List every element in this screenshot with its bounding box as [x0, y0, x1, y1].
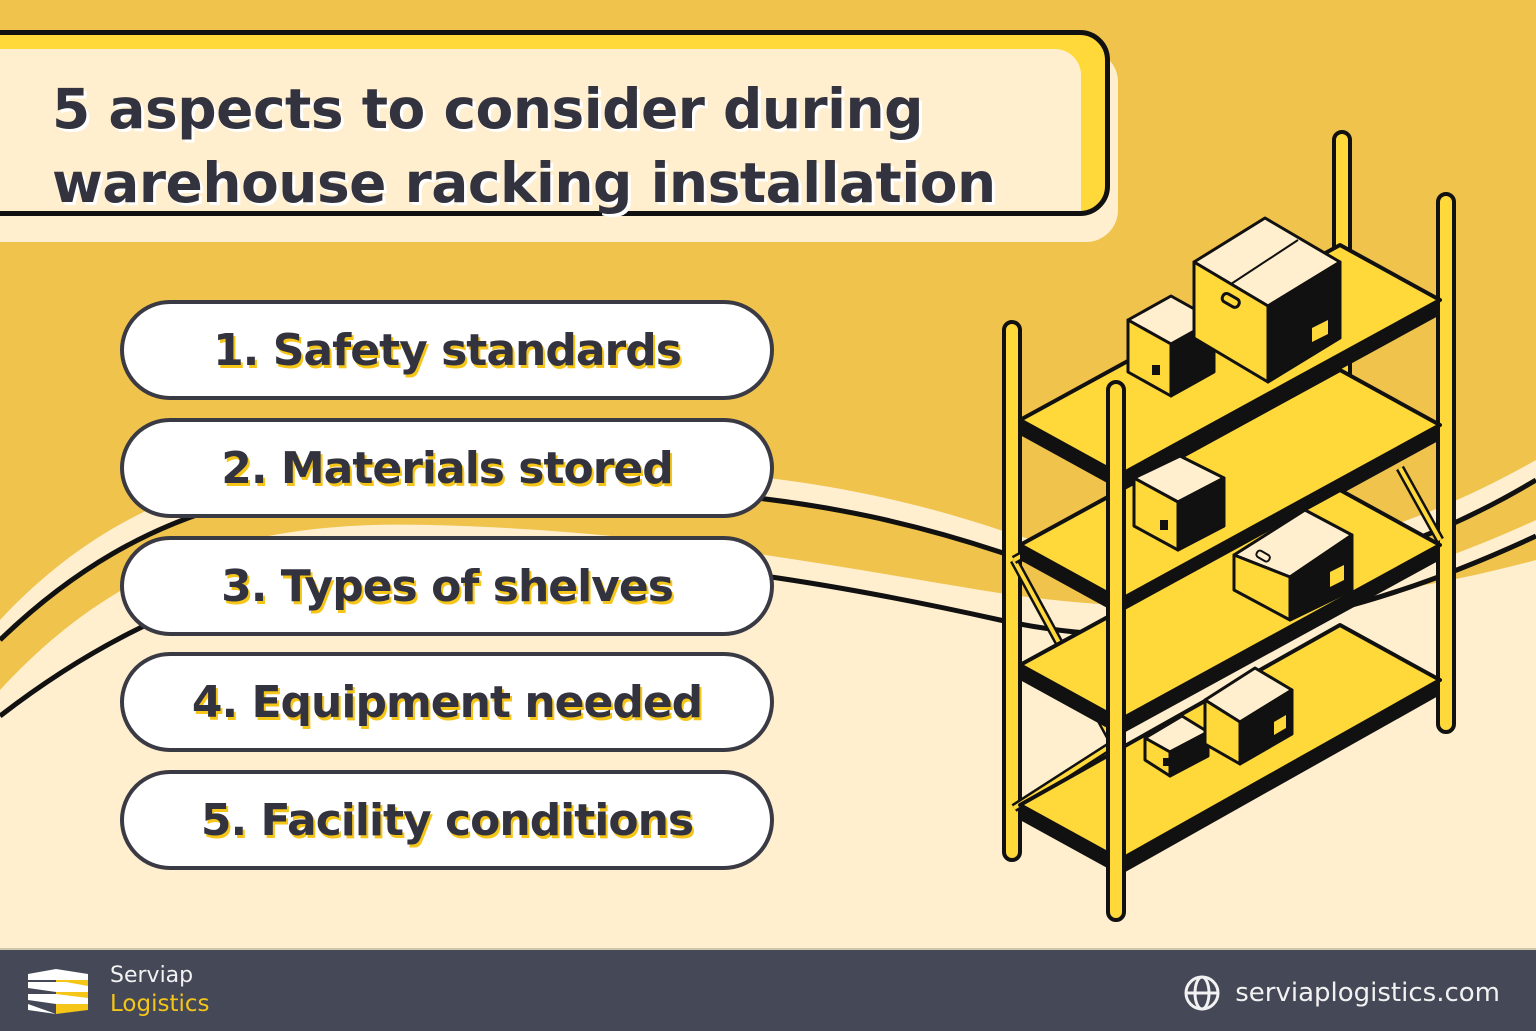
- brand-line-1: Serviap: [110, 963, 194, 988]
- aspect-label: 1. Safety standards: [213, 324, 682, 376]
- aspect-item-materials-stored: 2. Materials stored: [120, 418, 774, 518]
- title-line-2: warehouse racking installation: [52, 151, 996, 215]
- aspect-item-equipment-needed: 4. Equipment needed: [120, 652, 774, 752]
- shelving-rack-icon: [1002, 130, 1456, 922]
- aspect-label: 3. Types of shelves: [221, 560, 674, 612]
- footer-bar: Serviap Logistics serviaplogistics.com: [0, 948, 1536, 1031]
- title-banner: 5 aspects to consider during warehouse r…: [0, 30, 1136, 242]
- website-link[interactable]: serviaplogistics.com: [1183, 974, 1500, 1012]
- globe-icon: [1184, 975, 1220, 1011]
- stacked-layers-logo-icon: [28, 969, 88, 1014]
- aspect-item-safety-standards: 1. Safety standards: [120, 300, 774, 400]
- website-url[interactable]: serviaplogistics.com: [1235, 978, 1500, 1008]
- aspect-label: 5. Facility conditions: [200, 794, 694, 846]
- title-line-1: 5 aspects to consider during: [52, 77, 924, 141]
- title-banner-frame: [0, 30, 1110, 216]
- title-banner-inner: [0, 49, 1081, 211]
- brand-line-2: Logistics: [110, 991, 210, 1017]
- aspect-item-types-of-shelves: 3. Types of shelves: [120, 536, 774, 636]
- brand-name: Serviap Logistics: [110, 962, 210, 1018]
- infographic-canvas: 5 aspects to consider during warehouse r…: [0, 30, 1536, 948]
- aspect-label: 2. Materials stored: [221, 442, 674, 494]
- page-title: 5 aspects to consider during warehouse r…: [52, 72, 996, 220]
- aspect-item-facility-conditions: 5. Facility conditions: [120, 770, 774, 870]
- aspect-label: 4. Equipment needed: [191, 676, 703, 728]
